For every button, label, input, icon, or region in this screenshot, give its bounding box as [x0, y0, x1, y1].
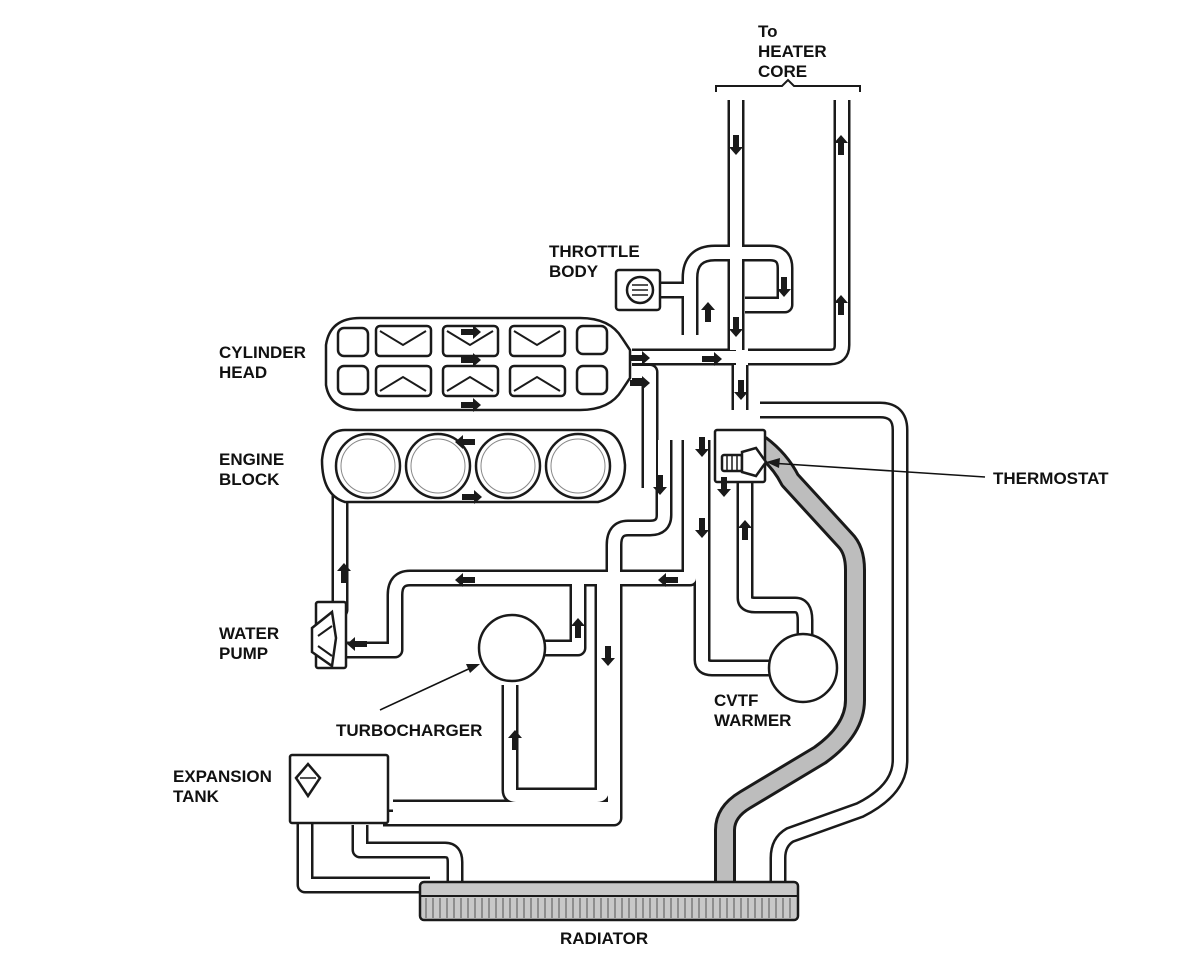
- radiator-lower-hose: [714, 436, 866, 885]
- labels: To HEATER CORE THROTTLE BODY CYLINDER HE…: [173, 22, 1109, 948]
- expansion-tank-label: EXPANSION TANK: [173, 767, 277, 806]
- heater-core-bracket: [715, 78, 861, 92]
- flow-arrow-down: [734, 380, 748, 400]
- flow-arrow-right: [630, 351, 650, 365]
- flow-arrow-up: [738, 520, 752, 540]
- turbocharger-label: TURBOCHARGER: [336, 721, 482, 740]
- turbocharger: [477, 613, 547, 683]
- flow-arrow-down: [729, 317, 743, 337]
- thermostat-label: THERMOSTAT: [993, 469, 1109, 488]
- flow-arrows: [337, 135, 848, 750]
- water-pump-label: WATER PUMP: [219, 624, 284, 663]
- engine-block-label: ENGINE BLOCK: [219, 450, 289, 489]
- cvtf-warmer: [767, 632, 839, 704]
- flow-arrow-down: [777, 277, 791, 297]
- flow-arrow-up: [571, 618, 585, 638]
- flow-arrow-up: [508, 730, 522, 750]
- flow-arrow-up: [337, 563, 351, 583]
- throttle-body-label: THROTTLE BODY: [549, 242, 644, 281]
- flow-arrow-down: [695, 437, 709, 457]
- flow-arrow-left: [347, 637, 367, 651]
- cvtf-warmer-label: CVTF WARMER: [714, 691, 791, 730]
- flow-arrow-left: [455, 435, 475, 449]
- radiator-label: RADIATOR: [560, 929, 648, 948]
- flow-arrow-right: [461, 398, 481, 412]
- throttle-body: [614, 268, 662, 312]
- flow-arrow-down: [695, 518, 709, 538]
- flow-arrow-right: [630, 376, 650, 390]
- flow-arrow-up: [834, 295, 848, 315]
- water-pump: [310, 600, 348, 670]
- engine-block: [320, 428, 627, 504]
- flow-arrow-left: [455, 573, 475, 587]
- flow-arrow-right: [702, 352, 722, 366]
- flow-arrow-up: [834, 135, 848, 155]
- radiator: [418, 880, 800, 922]
- flow-arrow-down: [601, 646, 615, 666]
- flow-arrow-right: [461, 325, 481, 339]
- flow-arrow-up: [701, 302, 715, 322]
- flow-arrow-down: [653, 475, 667, 495]
- flow-arrow-left: [658, 573, 678, 587]
- flow-arrow-right: [462, 490, 482, 504]
- radiator-fins: [425, 898, 791, 918]
- flow-arrow-down: [729, 135, 743, 155]
- cylinder-head: [324, 316, 632, 412]
- cylinder-head-label: CYLINDER HEAD: [219, 343, 311, 382]
- flow-arrow-down: [717, 477, 731, 497]
- leader-lines: [379, 458, 986, 711]
- to-heater-core-label: To HEATER CORE: [758, 22, 831, 81]
- flow-arrow-right: [461, 353, 481, 367]
- expansion-tank: [288, 753, 390, 825]
- thermostat: [713, 428, 768, 484]
